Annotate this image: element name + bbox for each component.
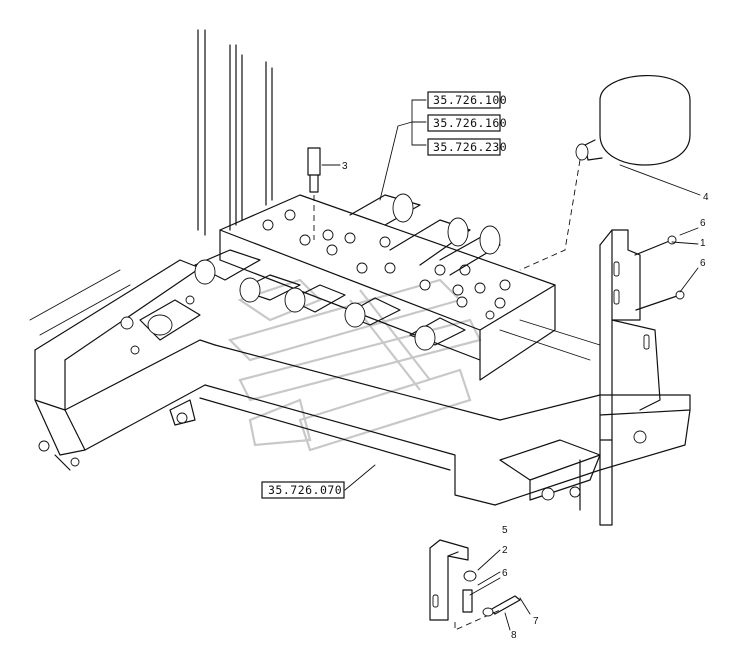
ref-text-230: 35.726.230 bbox=[433, 140, 507, 154]
ref-text-100: 35.726.100 bbox=[433, 93, 507, 107]
bolt-3 bbox=[307, 147, 341, 240]
callout-5: 5 bbox=[502, 525, 508, 536]
callout-3: 3 bbox=[342, 161, 348, 172]
ref-box-100[interactable]: 35.726.100 bbox=[427, 91, 507, 109]
mounting-bracket bbox=[599, 229, 685, 441]
ref-box-160[interactable]: 35.726.160 bbox=[427, 114, 507, 132]
callout-7: 7 bbox=[533, 616, 539, 627]
callout-6-top: 6 bbox=[700, 218, 706, 229]
callout-2: 2 bbox=[502, 545, 508, 556]
callout-1: 1 bbox=[700, 238, 706, 249]
ref-box-070[interactable]: 35.726.070 bbox=[261, 481, 345, 499]
ref-text-070: 35.726.070 bbox=[268, 483, 342, 497]
callout-6-mid: 6 bbox=[700, 258, 706, 269]
spool-cylinders bbox=[120, 193, 501, 355]
callout-6-low: 6 bbox=[502, 568, 508, 579]
callout-leaders bbox=[504, 227, 699, 631]
chassis-frame bbox=[29, 259, 501, 506]
accumulator bbox=[519, 75, 701, 271]
lower-bracket-assembly bbox=[429, 539, 521, 631]
reference-leaders bbox=[344, 99, 427, 491]
right-frame bbox=[494, 319, 691, 526]
ref-box-230[interactable]: 35.726.230 bbox=[427, 138, 507, 156]
valve-block bbox=[219, 194, 556, 381]
mast-frame bbox=[197, 29, 273, 236]
callout-8: 8 bbox=[511, 630, 517, 641]
ref-text-160: 35.726.160 bbox=[433, 116, 507, 130]
callout-4: 4 bbox=[703, 192, 709, 203]
